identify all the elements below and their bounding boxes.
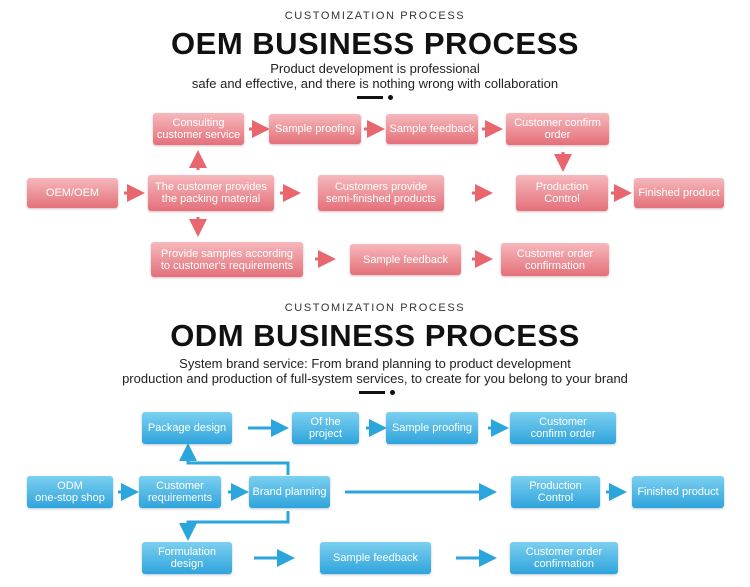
odm-finished-box: Finished product (632, 476, 724, 508)
oem-sample-feedback-top-box: Sample feedback (386, 114, 478, 144)
odm-confirm-order-box: Customer confirm order (510, 412, 616, 444)
packing-material-box: The customer provides the packing materi… (148, 175, 274, 211)
oem-eyebrow: CUSTOMIZATION PROCESS (284, 10, 466, 22)
odm-subtitle-line-1: System brand service: From brand plannin… (179, 356, 571, 371)
odm-subtitle-line-2: production and production of full-system… (122, 371, 628, 386)
one-stop-shop-box: ODM one-stop shop (27, 476, 113, 508)
brand-planning-box: Brand planning (249, 476, 330, 508)
odm-title: ODM BUSINESS PROCESS (170, 318, 580, 353)
oem-subtitle-line-1: Product development is professional (270, 61, 480, 76)
provide-samples-box: Provide samples according to customer's … (151, 242, 303, 277)
oem-sample-proofing-box: Sample proofing (269, 114, 361, 144)
oem-order-confirmation-box: Customer order confirmation (501, 243, 609, 276)
oem-sample-feedback-bottom-box: Sample feedback (350, 244, 461, 275)
oem-title: OEM BUSINESS PROCESS (171, 26, 579, 61)
odm-production-box: Production Control (511, 476, 600, 508)
odm-sample-proofing-box: Sample proofing (386, 412, 478, 444)
project-box: Of the project (292, 412, 359, 444)
arrow-brand-to-package (179, 443, 290, 475)
odm-eyebrow: CUSTOMIZATION PROCESS (284, 302, 466, 314)
arrow-brand-to-formulation (179, 511, 290, 541)
odm-sample-feedback-box: Sample feedback (320, 542, 431, 574)
oem-confirm-order-box: Customer confirm order (506, 113, 609, 145)
oem-finished-box: Finished product (634, 178, 724, 208)
oem-production-box: Production Control (516, 175, 608, 211)
package-design-box: Package design (142, 412, 232, 444)
oem-subtitle-line-2: safe and effective, and there is nothing… (191, 76, 559, 91)
odm-order-confirmation-box: Customer order confirmation (510, 542, 618, 574)
semi-finished-box: Customers provide semi-finished products (318, 175, 444, 211)
oem-oem-box: OEM/OEM (27, 178, 118, 208)
formulation-design-box: Formulation design (142, 542, 232, 574)
consulting-box: Consulting customer service (153, 113, 244, 145)
requirements-box: Customer requirements (139, 476, 221, 508)
